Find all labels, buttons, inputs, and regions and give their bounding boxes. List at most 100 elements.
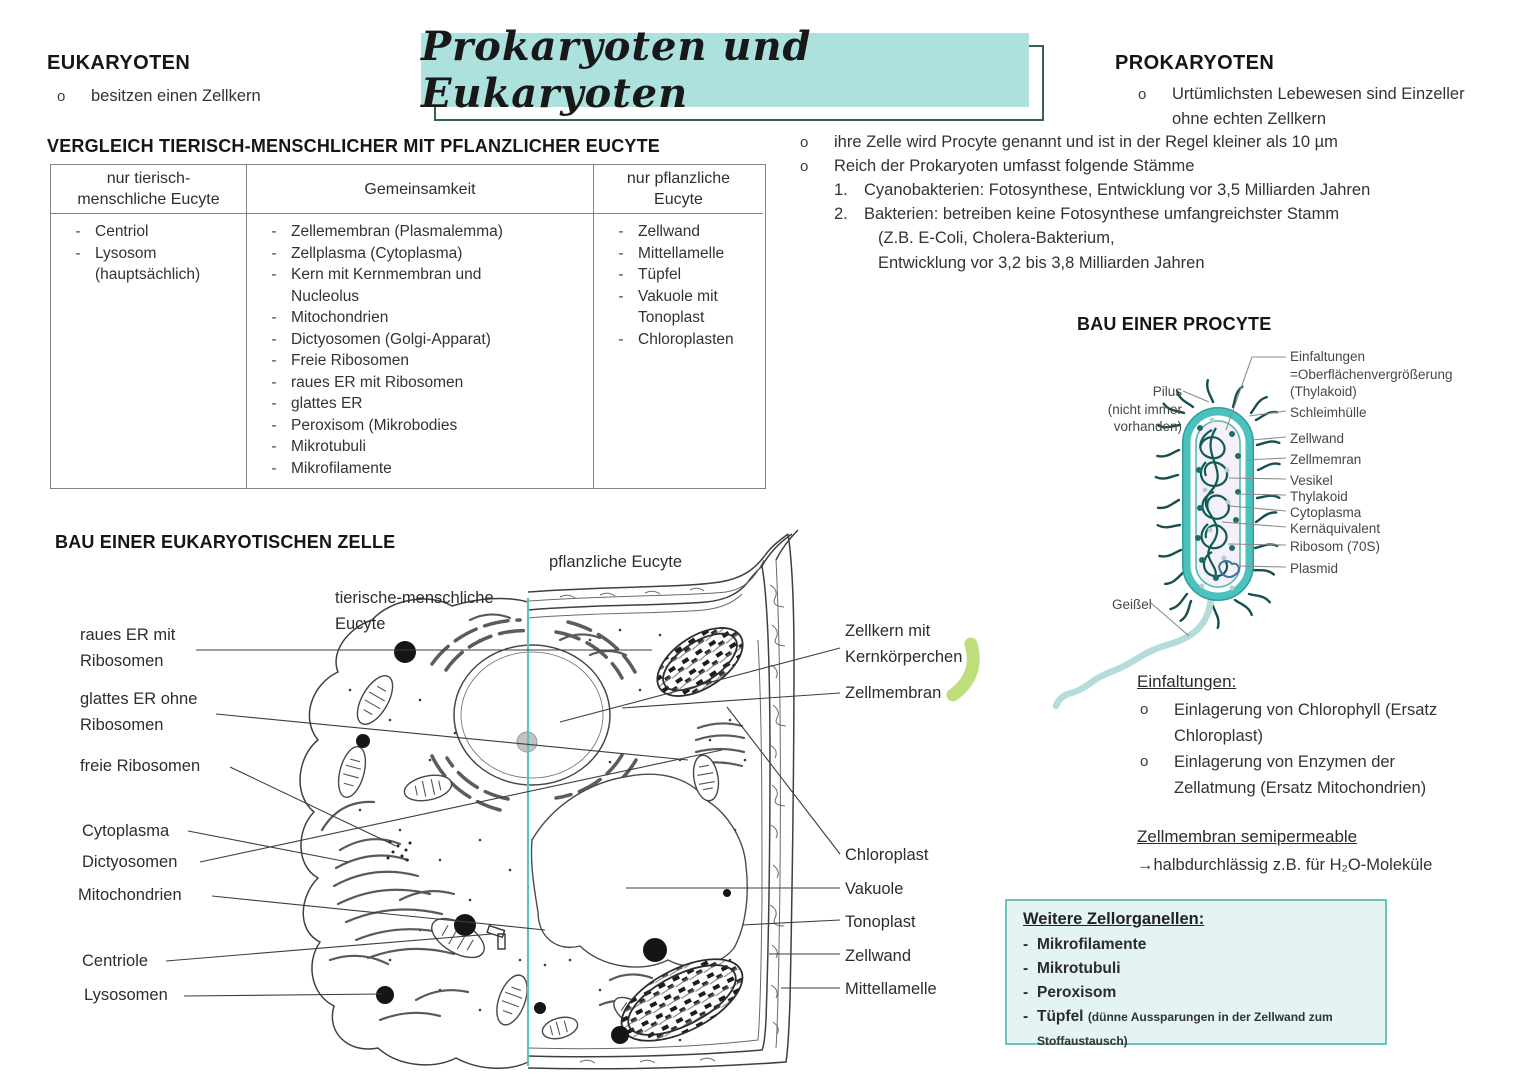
table-list-item: -Vakuole mit Tonoplast [604, 286, 759, 329]
dash-marker: - [271, 309, 277, 326]
label-zellmembran: Zellmembran [845, 684, 942, 702]
centriole-structure [486, 924, 506, 950]
comparison-heading: VERGLEICH TIERISCH-MENSCHLICHER MIT PFLA… [47, 136, 661, 156]
table-list-item: -Zellplasma (Cytoplasma) [257, 243, 589, 265]
table-list-item-text: Tüpfel [638, 266, 682, 283]
dash-marker: - [75, 244, 81, 262]
label-einfaltungen: Einfaltungen =Oberflächenvergrößerung (T… [1290, 349, 1453, 399]
col-plant-items: -Zellwand-Mittellamelle-Tüpfel-Vakuole m… [594, 214, 763, 488]
table-list-item: -Zellemembran (Plasmalemma) [257, 221, 589, 243]
dash-marker: - [75, 223, 81, 240]
nucleolus [516, 731, 538, 753]
label-chloroplast: Chloroplast [845, 846, 929, 864]
mittellamelle-line [527, 559, 781, 1049]
organelles-box-heading: Weitere Zellorganellen: [1023, 910, 1205, 928]
table-list-item-text: Mitochondrien [291, 309, 389, 326]
label-centriole: Centriole [82, 952, 149, 970]
chloroplast-bottom [620, 958, 744, 1042]
dash-marker: - [1023, 1008, 1029, 1025]
organelles-item-text: Mikrotubuli [1037, 960, 1121, 977]
table-list-item-text: Zellwand [638, 223, 701, 240]
mitochondrion [541, 1016, 579, 1040]
einfaltungen-bullet-1-text: Einlagerung von Chlorophyll (Ersatz Chlo… [1174, 701, 1438, 745]
dash-marker: - [618, 244, 624, 262]
dash-marker: - [271, 438, 277, 455]
label-glattes-er: glattes ER ohne Ribosomen [80, 690, 198, 734]
label-raues-er: raues ER mit Ribosomen [80, 626, 176, 670]
table-list-item-text: Mikrotubuli [291, 438, 366, 455]
plasmid-loop [1218, 560, 1240, 578]
mitochondrion [613, 996, 653, 1030]
dash-marker: - [271, 223, 277, 240]
membran-note-heading: Zellmembran semipermeable [1137, 827, 1358, 846]
mitochondrion [692, 754, 720, 802]
dash-marker: - [271, 244, 277, 262]
organelles-item-text: Mikrofilamente [1037, 936, 1147, 953]
label-tonoplast: Tonoplast [845, 913, 916, 931]
dash-marker: - [618, 223, 624, 240]
vesicle-dots [1199, 417, 1235, 591]
label-vakuole: Vakuole [845, 880, 904, 898]
comparison-table-body: -Centriol-Lysosom (hauptsächlich) -Zelle… [51, 214, 765, 488]
label-freie-ribosomen: freie Ribosomen [80, 757, 201, 775]
table-list-item-text: Mittellamelle [638, 244, 725, 262]
col-header-common: Gemeinsamkeit [247, 165, 594, 214]
prokaryoten-item-2-text: Bakterien: betreiben keine Fotosynthese … [864, 205, 1340, 223]
table-list-item: -Zellwand [604, 221, 759, 243]
mitochondrion [496, 974, 528, 1026]
col-header-animal: nur tierisch- menschliche Eucyte [51, 165, 247, 214]
table-list-item-text: Peroxisom (Mikrobodies [291, 416, 458, 434]
label-animal-eucyte: tierische-menschliche Eucyte [335, 589, 494, 633]
label-schleimhuelle: Schleimhülle [1290, 405, 1367, 420]
prokaryoten-item-1-text: Cyanobakterien: Fotosynthese, Entwicklun… [864, 181, 1371, 199]
table-list-item-text: Chloroplasten [638, 330, 734, 348]
table-list-item-text: glattes ER [291, 395, 363, 412]
mitochondrion [431, 917, 485, 959]
table-list-item-text: Centriol [95, 223, 149, 240]
table-list-item: -Mikrotubuli [257, 436, 589, 458]
dna-tangle [1198, 427, 1230, 581]
free-ribosomes [386, 840, 412, 862]
eukaryoten-bullet-text: besitzen einen Zellkern [91, 87, 261, 105]
einfaltungen-note-heading: Einfaltungen: [1137, 672, 1237, 691]
mitochondrion [337, 745, 367, 799]
table-list-item-text: Vakuole mit Tonoplast [638, 287, 718, 327]
dash-marker: - [271, 330, 277, 348]
label-zellkern: Zellkern mit Kernkörperchen [845, 622, 963, 666]
prokaryoten-numbered-1: 1. Cyanobakterien: Fotosynthese, Entwick… [834, 178, 1370, 203]
dash-marker: - [1023, 960, 1029, 977]
table-list-item-text: Zellemembran (Plasmalemma) [291, 223, 503, 240]
table-list-item: -Mikrofilamente [257, 458, 589, 480]
dash-marker: - [271, 373, 277, 391]
number-marker: 2. [834, 205, 848, 223]
dash-marker: - [271, 459, 277, 477]
page-title: Prokaryoten und Eukaryoten [421, 23, 812, 117]
organelles-item-text: Tüpfel (dünne Aussparungen in der Zellwa… [1037, 1005, 1371, 1053]
label-dictyosomen: Dictyosomen [82, 853, 178, 871]
golgi-er-strokes [332, 838, 456, 960]
einfaltungen-bullet-2: o Einlagerung von Enzymen der Zellatmung… [1140, 749, 1490, 801]
table-list-item: -Chloroplasten [604, 329, 759, 351]
table-list-item: -Mittellamelle [604, 243, 759, 265]
prokaryoten-heading: PROKARYOTEN [1115, 52, 1275, 74]
table-list-item-text: Zellplasma (Cytoplasma) [291, 244, 463, 262]
label-procyte-zellwand: Zellwand [1290, 431, 1345, 446]
table-list-item: -Peroxisom (Mikrobodies [257, 415, 589, 437]
label-zellwand: Zellwand [845, 947, 912, 965]
comparison-table-header: nur tierisch- menschliche Eucyte Gemeins… [51, 165, 765, 214]
prokaryoten-numbered-2: 2. Bakterien: betreiben keine Fotosynthe… [834, 202, 1339, 227]
dash-marker: - [618, 287, 624, 305]
prokaryoten-bullet-1-text: Urtümlichsten Lebewesen sind Einzeller o… [1172, 85, 1465, 128]
table-list-item: -Mitochondrien [257, 307, 589, 329]
dash-marker: - [271, 266, 277, 283]
table-list-item-text: Freie Ribosomen [291, 352, 410, 369]
table-list-item: -Kern mit Kernmembran und Nucleolus [257, 264, 589, 307]
dash-marker: - [618, 330, 624, 348]
membran-note-text: →halbdurchlässig z.B. für H₂O-Moleküle [1137, 856, 1433, 874]
procyte-wall-band [1183, 408, 1253, 600]
mitochondrion [403, 774, 453, 802]
organelles-item-tuepfel: - Tüpfel (dünne Aussparungen in der Zell… [1023, 1005, 1371, 1053]
procyte-membrane [1195, 420, 1241, 588]
eukaryote-leader-lines [165, 647, 841, 997]
